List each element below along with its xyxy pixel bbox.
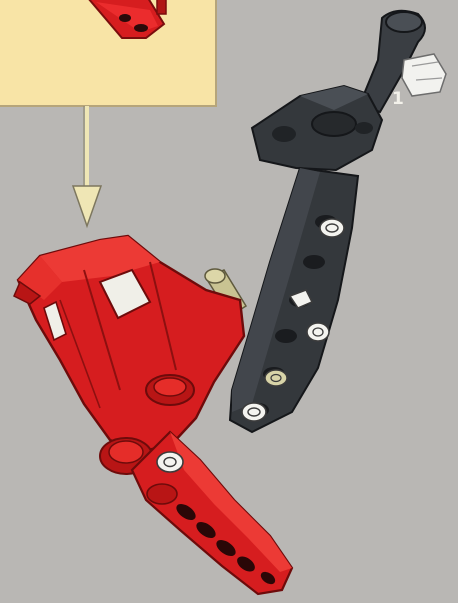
connector-pin bbox=[320, 219, 344, 237]
callout-box bbox=[0, 0, 216, 106]
connector-pin-tan bbox=[265, 370, 287, 386]
connector-pin bbox=[157, 452, 183, 472]
connector-pin bbox=[242, 403, 266, 421]
step-number-label: 1 bbox=[392, 89, 404, 109]
